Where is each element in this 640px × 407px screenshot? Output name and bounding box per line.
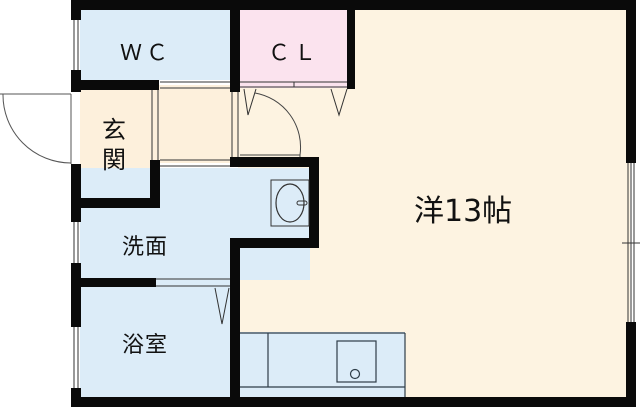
kitchen-sink-icon (240, 332, 406, 397)
wall-washroom-bottom (230, 238, 319, 248)
entrance-door-icon (0, 93, 72, 164)
entrance-label-1: 玄 (102, 116, 127, 144)
washroom-label: 洗面 (122, 235, 169, 260)
wall-right-upper (626, 0, 636, 163)
wall-entrance-right (150, 160, 160, 208)
western-room-label: 洋13帖 (414, 194, 513, 229)
closet-label: ＣＬ (268, 41, 321, 66)
wall-left-5 (71, 388, 81, 407)
wall-left-3 (71, 164, 81, 222)
bathroom-label: 浴室 (122, 333, 169, 358)
washbasin-icon (270, 179, 310, 227)
room-door-icon (240, 92, 302, 157)
wall-closet-right (347, 0, 355, 89)
wc (80, 10, 232, 80)
wall-entrance-bottom (71, 198, 160, 208)
closet-door-icon (240, 81, 348, 117)
washroom-lower (80, 200, 238, 290)
wc-label: ＷＣ (120, 41, 173, 66)
wall-washroom-right (309, 157, 319, 247)
wall-left-4 (71, 263, 81, 327)
closet (240, 10, 348, 88)
wall-left-1 (71, 0, 81, 20)
wall-wc-closet (230, 0, 240, 92)
wall-wc-bottom (71, 80, 159, 90)
entrance-label-2: 関 (102, 146, 127, 174)
hallway (158, 85, 238, 163)
wall-bath-room (230, 238, 240, 407)
wall-right-lower (626, 322, 636, 407)
bathroom-door-icon (156, 278, 230, 325)
wall-bottom (71, 397, 636, 407)
wall-bathroom-top (71, 278, 156, 287)
wall-washroom-top (230, 157, 318, 167)
bathroom (80, 288, 230, 398)
